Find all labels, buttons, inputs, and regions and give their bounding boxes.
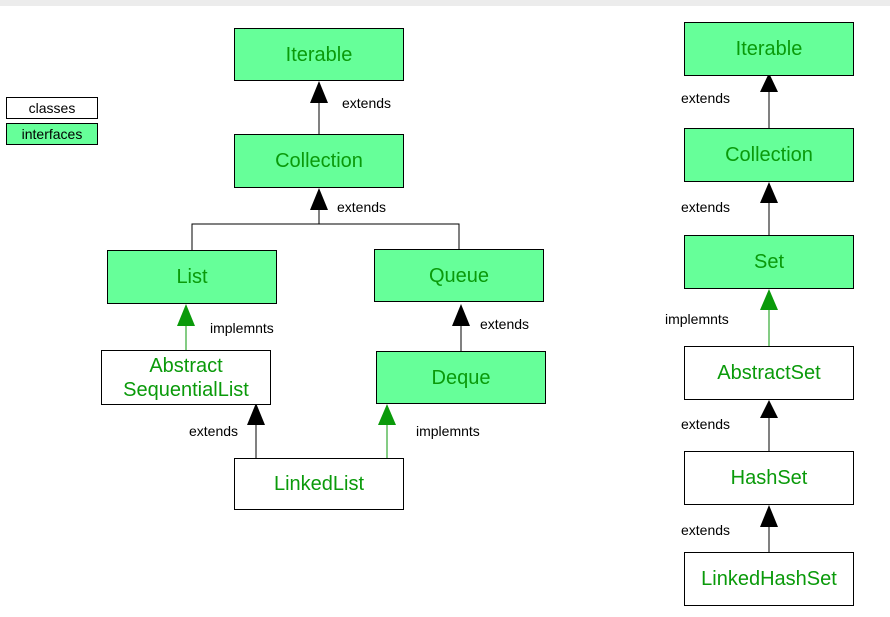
legend-interfaces-label: interfaces (21, 126, 83, 142)
edge-label-implements: implemnts (210, 320, 274, 336)
edge-label-extends: extends (681, 522, 731, 538)
implements-arrowhead (760, 289, 778, 310)
implements-arrowhead (177, 304, 195, 326)
edge-label-extends: extends (681, 90, 731, 106)
right-iterable-node: Iterable (684, 22, 854, 76)
node-label: Deque (431, 366, 491, 389)
left-iterable-node: Iterable (234, 28, 404, 81)
legend-classes-label: classes (28, 100, 76, 116)
edge-label-extends: extends (337, 199, 387, 215)
node-label-line2: SequentialList (123, 378, 249, 401)
extends-arrowhead (310, 81, 328, 103)
queue-node: Queue (374, 249, 544, 302)
extends-arrowhead (760, 182, 778, 203)
node-label: HashSet (730, 467, 808, 489)
edge-label-extends: extends (681, 199, 731, 215)
legend-interfaces: interfaces (6, 123, 98, 145)
node-label: Collection (275, 150, 363, 172)
node-label: LinkedHashSet (701, 568, 837, 590)
extends-arrowhead (760, 505, 778, 527)
edge-label-implements: implemnts (665, 311, 729, 327)
list-node: List (107, 250, 277, 304)
extends-arrowhead (452, 304, 470, 326)
right-collection-node: Collection (684, 128, 854, 182)
node-label: Queue (428, 264, 490, 287)
edge-label-implements: implemnts (416, 423, 480, 439)
set-node: Set (684, 235, 854, 289)
node-label: Iterable (735, 38, 803, 60)
edge-label-extends: extends (480, 316, 530, 332)
edge-label-extends: extends (342, 95, 392, 111)
edge-label-extends: extends (189, 423, 239, 439)
node-label: AbstractSet (717, 362, 821, 384)
edge-label-extends: extends (681, 416, 731, 432)
abstract-sequential-list-node: Abstract SequentialList (101, 350, 271, 405)
node-label-line1: Abstract (149, 354, 223, 377)
linkedlist-node: LinkedList (234, 458, 404, 510)
node-label: List (176, 266, 208, 288)
extends-arrowhead (760, 73, 778, 92)
node-label: Collection (725, 144, 813, 166)
hashset-node: HashSet (684, 451, 854, 505)
extends-arrowhead (310, 188, 328, 210)
top-bar (0, 0, 890, 6)
linkedhashset-node: LinkedHashSet (684, 552, 854, 606)
extends-arrowhead (760, 400, 778, 418)
extends-arrowhead (247, 403, 265, 425)
implements-arrowhead (378, 404, 396, 425)
left-collection-node: Collection (234, 134, 404, 188)
node-label: LinkedList (273, 473, 365, 495)
deque-node: Deque (376, 351, 546, 404)
node-label: Iterable (285, 43, 353, 66)
node-label: Set (753, 251, 785, 273)
legend-classes: classes (6, 97, 98, 119)
abstractset-node: AbstractSet (684, 346, 854, 400)
